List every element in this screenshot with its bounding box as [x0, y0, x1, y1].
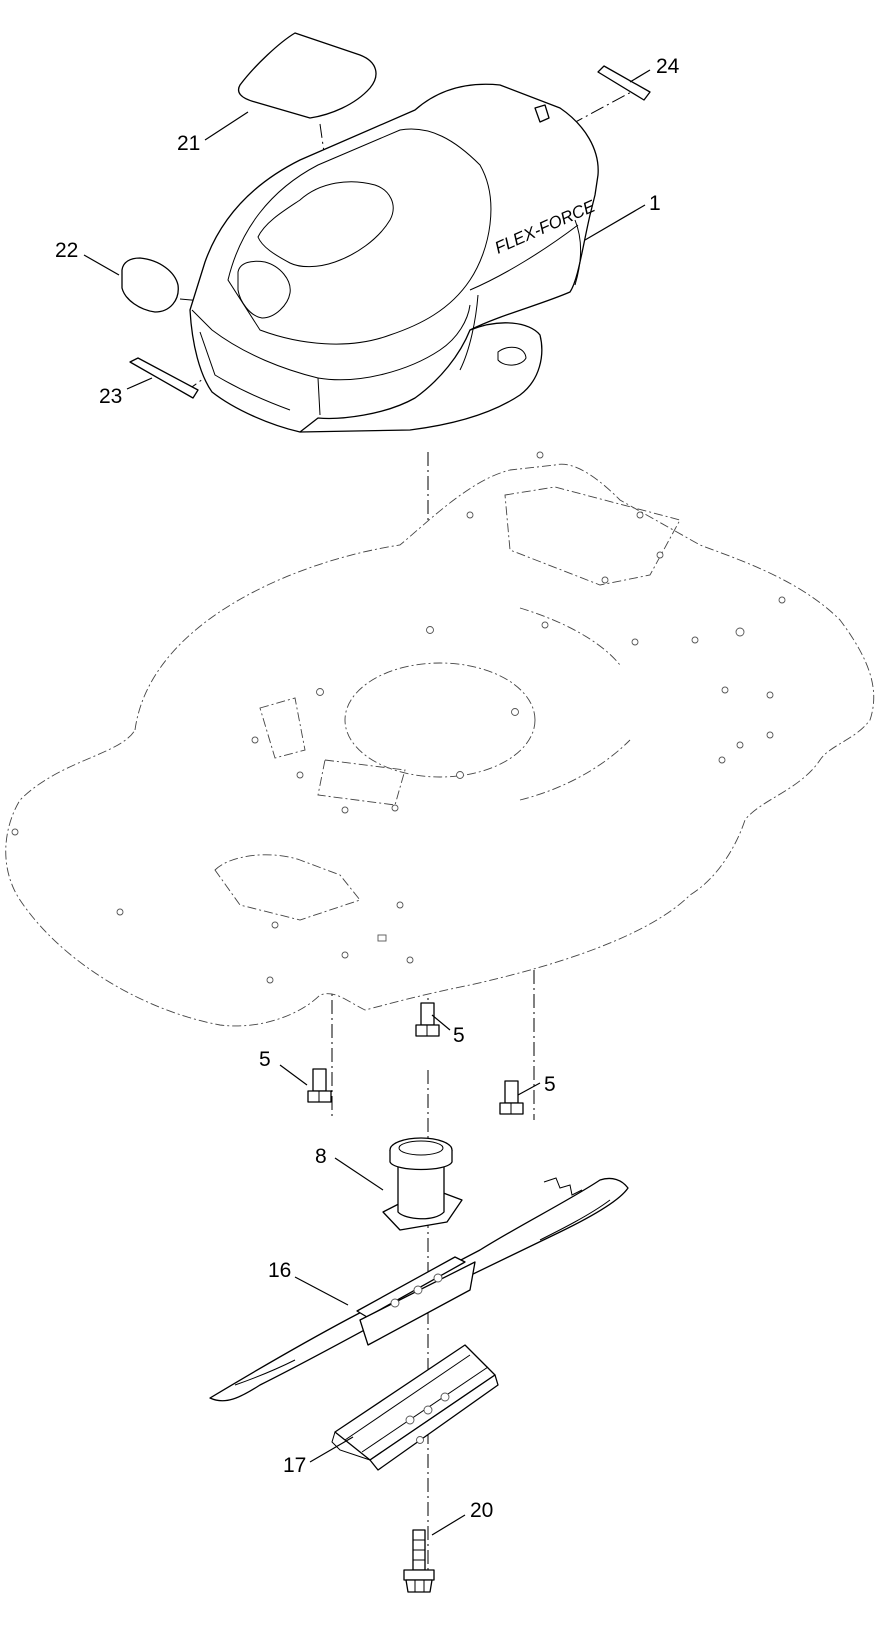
leader-lines [83, 69, 651, 1536]
blade-bolt-20 [403, 1529, 435, 1593]
callout-5-right: 5 [544, 1073, 556, 1096]
callout-22: 22 [55, 239, 78, 262]
callout-1: 1 [649, 192, 661, 215]
callout-5-left: 5 [259, 1048, 271, 1071]
bolt-5-center [415, 1002, 440, 1037]
engine-cover: FLEX-FORCE [189, 83, 599, 433]
decal-22 [121, 257, 179, 313]
blade-adapter-8 [382, 1137, 463, 1231]
blade-16 [209, 1177, 629, 1402]
callout-17: 17 [283, 1454, 306, 1477]
callout-8: 8 [315, 1145, 327, 1168]
reflector-23 [129, 357, 199, 399]
bolt-5-right [499, 1080, 524, 1115]
callout-16: 16 [268, 1259, 291, 1282]
callout-numbers: 21 22 23 24 1 5 5 5 8 16 17 20 [55, 55, 680, 1522]
callout-24: 24 [656, 55, 680, 78]
callout-20: 20 [470, 1499, 493, 1522]
bolt-5-left [307, 1068, 332, 1103]
callout-5-center: 5 [453, 1024, 465, 1047]
decal-21 [237, 32, 377, 119]
callout-23: 23 [99, 385, 122, 408]
stiffener-17 [331, 1344, 499, 1471]
reflector-24 [597, 65, 651, 101]
mower-deck-phantom [5, 451, 875, 1027]
callout-21: 21 [177, 132, 200, 155]
